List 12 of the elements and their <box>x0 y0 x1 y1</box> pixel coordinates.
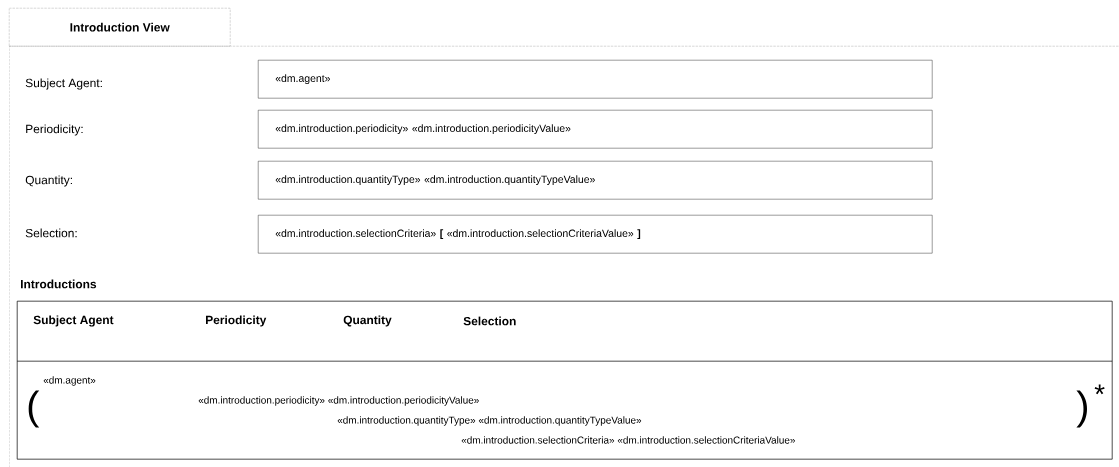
table-body-row: ( «dm.agent» «dm.introduction.periodicity» «dm.introduction.periodicityValue» «dm.introduction.quantityType» «dm.introduction.quantityTypeValue» «dm.introduction.selectionCriteria» «dm.introduction.selectionCriteriaValue» ) * <box>17 361 1113 460</box>
input-field: «dm.introduction.periodicity» «dm.introduction.periodicityValue» <box>258 110 933 149</box>
field-label: Subject Agent: <box>25 78 102 90</box>
input-field: «dm.agent» <box>258 60 933 99</box>
node-label: Introductions <box>21 279 97 289</box>
input-field: «dm.introduction.selectionCriteria» [ «dm.introduction.selectionCriteriaValue» ] <box>258 215 933 254</box>
field-label: Quantity: <box>25 175 72 187</box>
field-label: Periodicity: <box>26 124 83 136</box>
frame-tab: Introduction View <box>9 8 231 47</box>
table-header-row: Subject Agent Periodicity Quantity Selection <box>17 301 1113 362</box>
field-label: Selection: <box>25 228 77 238</box>
input-field: «dm.introduction.quantityType» «dm.introduction.quantityTypeValue» <box>258 161 933 200</box>
